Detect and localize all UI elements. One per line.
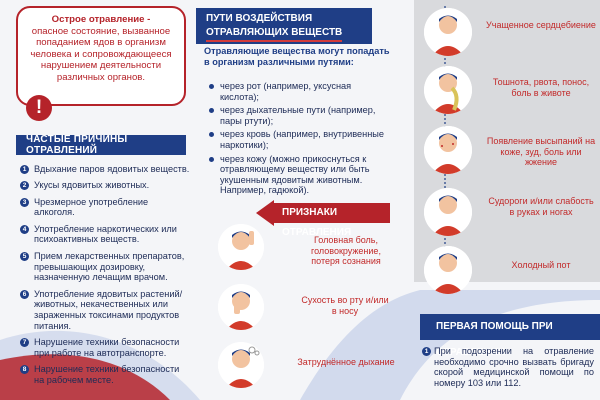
nausea-figure [424,66,472,114]
list-item: через кровь (например, внутривенные нарк… [206,129,392,150]
number-badge: 3 [20,197,29,207]
symptom-text: Судороги и/или слабость в руках и ногах [488,196,594,217]
number-badge: 4 [20,224,29,234]
sign-text: Затруднённое дыхание [297,357,395,367]
first-aid-header: ПЕРВАЯ ПОМОЩЬ ПРИ ОТРАВЛЕНИИ [420,314,600,358]
first-aid-text: При подозрении на отравление необходимо … [434,346,594,388]
rash-figure [424,126,472,174]
sign-text: Головная боль, головокружение, потеря со… [311,235,381,267]
weakness-figure [424,188,472,236]
definition-box: Острое отравление - опасное состояние, в… [16,6,186,106]
routes-list: через рот (например, уксусная кислота); … [206,81,392,199]
routes-intro: Отравляющие вещества могут попадать в ор… [204,46,390,67]
exclamation-icon: ! [26,95,52,121]
list-item: через дыхательные пути (например, пары р… [206,105,392,126]
cold-sweat-figure [424,246,472,294]
dry-mouth-figure [218,284,264,330]
routes-header: ПУТИ ВОЗДЕЙСТВИЯ ОТРАВЛЯЮЩИХ ВЕЩЕСТВ [196,8,372,44]
number-badge: 7 [20,338,29,348]
symptom-text: Тошнота, рвота, понос, боль в животе [492,77,590,98]
number-badge: 1 [422,347,431,356]
first-aid-item: 1 При подозрении на отравление необходим… [422,346,594,388]
number-badge: 6 [20,289,29,299]
heartbeat-figure [424,8,472,56]
causes-header: ЧАСТЫЕ ПРИЧИНЫ ОТРАВЛЕНИЙ [16,134,186,156]
sign-text: Сухость во рту и/или в носу [301,295,389,316]
number-badge: 1 [20,165,29,174]
definition-text: опасное состояние, вызванное попаданием … [30,25,172,83]
number-badge: 5 [20,251,29,261]
definition-term: Острое отравление - [51,14,151,25]
list-item: через рот (например, уксусная кислота); [206,81,392,102]
list-item: через кожу (можно прикоснуться к отравля… [206,154,392,196]
symptom-text: Появление высыпаний на коже, зуд, боль и… [486,136,596,168]
headache-figure [218,224,264,270]
number-badge: 2 [20,181,29,191]
number-badge: 8 [20,365,29,375]
symptom-text: Учащенное сердцебиение [486,20,596,30]
symptom-text: Холодный пот [511,260,571,270]
breathing-figure [218,342,264,388]
signs-header: ПРИЗНАКИ ОТРАВЛЕНИЯ [272,203,390,238]
